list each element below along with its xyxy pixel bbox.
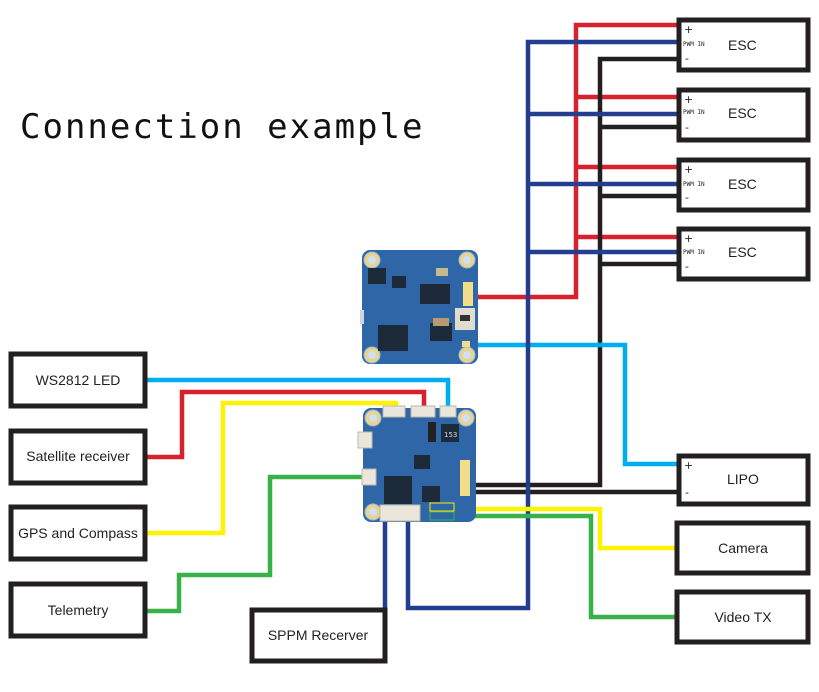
cyan-wire-led — [145, 377, 451, 408]
gps-connector — [382, 405, 406, 418]
gps-compass-label: GPS and Compass — [18, 525, 138, 541]
esc-minus-label: - — [685, 191, 689, 204]
ws2812-led-box: WS2812 LED — [8, 351, 148, 409]
esc-box-4: + PWM IN - ESC — [676, 226, 811, 282]
blue-wire-bus — [405, 39, 679, 611]
esc-label: ESC — [728, 37, 757, 53]
ws2812-led-label: WS2812 LED — [36, 372, 121, 388]
power-osd-board: 153 — [357, 405, 476, 522]
esc-pwm-label: PWM IN — [683, 41, 705, 48]
esc-minus-label: - — [685, 121, 689, 134]
esc-label: ESC — [728, 244, 757, 260]
esc-label: ESC — [728, 176, 757, 192]
lipo-label: LIPO — [727, 471, 759, 487]
red-wire-satellite — [145, 389, 427, 460]
esc-pwm-label: PWM IN — [683, 181, 705, 188]
esc-minus-label: - — [685, 260, 689, 273]
video-tx-box: Video TX — [674, 589, 811, 645]
esc-minus-label: - — [685, 52, 689, 65]
receiver-connector — [379, 504, 421, 522]
yellow-wire-gps — [145, 400, 399, 536]
esc-pwm-label: PWM IN — [683, 249, 705, 256]
esc-label: ESC — [728, 105, 757, 121]
esc-plus-label: + — [684, 23, 693, 36]
board-marking: 153 — [444, 431, 457, 439]
telemetry-connector — [361, 468, 377, 486]
telemetry-box: Telemetry — [8, 581, 148, 639]
esc-plus-label: + — [684, 163, 693, 176]
esc-plus-label: + — [684, 232, 693, 245]
green-wire-telemetry — [145, 474, 362, 614]
led-connector — [439, 405, 457, 418]
satellite-receiver-label: Satellite receiver — [26, 448, 130, 464]
gps-compass-box: GPS and Compass — [8, 504, 148, 562]
esc-box-1: + PWM IN - ESC — [676, 17, 811, 73]
lipo-minus-label: - — [685, 486, 689, 499]
lipo-box: + - LIPO — [676, 453, 811, 507]
satellite-connector — [410, 405, 436, 418]
sppm-receiver-label: SPPM Recerver — [268, 627, 369, 643]
esc-signal-wires — [382, 39, 679, 611]
esc-pwm-label: PWM IN — [683, 109, 705, 116]
flight-controller-board — [360, 250, 478, 364]
esc-power-wires — [468, 22, 679, 300]
satellite-receiver-box: Satellite receiver — [8, 428, 148, 486]
green-wire-videotx — [452, 513, 679, 620]
video-tx-label: Video TX — [714, 609, 772, 625]
esc-box-2: + PWM IN - ESC — [676, 87, 811, 143]
yellow-wire-camera — [452, 506, 679, 551]
black-wire-bus — [467, 56, 679, 488]
cyan-wire-lipo — [470, 342, 679, 467]
sppm-receiver-box: SPPM Recerver — [249, 607, 388, 664]
usb-port — [357, 431, 373, 449]
esc-plus-label: + — [684, 93, 693, 106]
red-wire-bus — [468, 22, 679, 300]
camera-label: Camera — [718, 540, 768, 556]
telemetry-label: Telemetry — [48, 602, 109, 618]
diagram-title: Connection example — [20, 107, 424, 147]
esc-ground-wires — [467, 56, 679, 495]
esc-box-3: + PWM IN - ESC — [676, 157, 811, 213]
lipo-plus-label: + — [684, 459, 693, 472]
camera-box: Camera — [674, 520, 811, 576]
